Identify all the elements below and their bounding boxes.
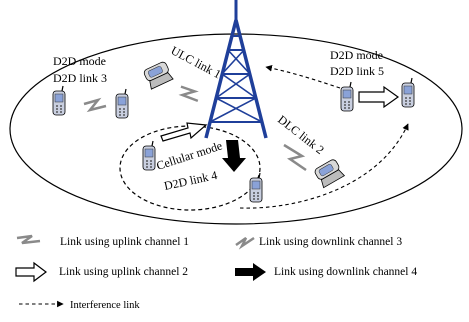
downlink-4-solid-arrow-icon (222, 140, 246, 172)
legend: Link using uplink channel 1 Link using d… (15, 234, 417, 311)
cellular-mode-region (119, 125, 261, 211)
d2d-link-3-label: D2D link 3 (53, 71, 107, 85)
d2d-link-5-hollow-arrow-icon (358, 85, 400, 109)
d2d-mode-left-label: D2D mode (53, 54, 106, 68)
ulc-link-1-zigzag-icon (176, 82, 203, 106)
dlc-flip-phone-icon (313, 157, 345, 189)
d2d-link-5-label: D2D link 5 (330, 64, 384, 78)
legend-interference-label: Interference link (70, 300, 140, 311)
d2d-link-4-label: D2D link 4 (163, 168, 219, 193)
interference-arrow-to-right-phone (239, 123, 409, 209)
d2d5-left-phone-icon (340, 81, 354, 112)
legend-uplink-2-hollow-arrow-icon (15, 261, 47, 283)
dlc-link-2-zigzag-icon (283, 143, 307, 172)
legend-downlink-3-zigzag-icon (235, 236, 255, 250)
d2d4-left-phone-icon (142, 140, 156, 171)
ulc-link-1-label: ULC link 1 (169, 43, 224, 81)
d2d3-left-phone-icon (52, 85, 66, 116)
cell-boundary (9, 33, 463, 225)
interference-arrow-to-tower (265, 64, 341, 89)
ulc-flip-phone-icon (142, 60, 174, 90)
d2d4-right-phone-icon (249, 172, 263, 203)
legend-uplink-2-label: Link using uplink channel 2 (59, 266, 188, 278)
d2d5-right-phone-icon (401, 77, 415, 108)
legend-downlink-4-solid-arrow-icon (235, 263, 266, 281)
d2d-mode-right-label: D2D mode (330, 48, 383, 62)
d2d-link-4-hollow-arrow-icon (160, 122, 208, 142)
base-station-tower-icon (204, 0, 268, 139)
d2d3-right-phone-icon (115, 88, 129, 119)
legend-uplink-1-label: Link using uplink channel 1 (60, 236, 189, 248)
legend-downlink-3-label: Link using downlink channel 3 (259, 236, 402, 248)
legend-downlink-4-label: Link using downlink channel 4 (274, 266, 417, 278)
dlc-link-2-label: DLC link 2 (275, 112, 327, 157)
d2d-link-3-zigzag-icon (82, 98, 108, 112)
legend-uplink-1-zigzag-icon (16, 234, 41, 245)
